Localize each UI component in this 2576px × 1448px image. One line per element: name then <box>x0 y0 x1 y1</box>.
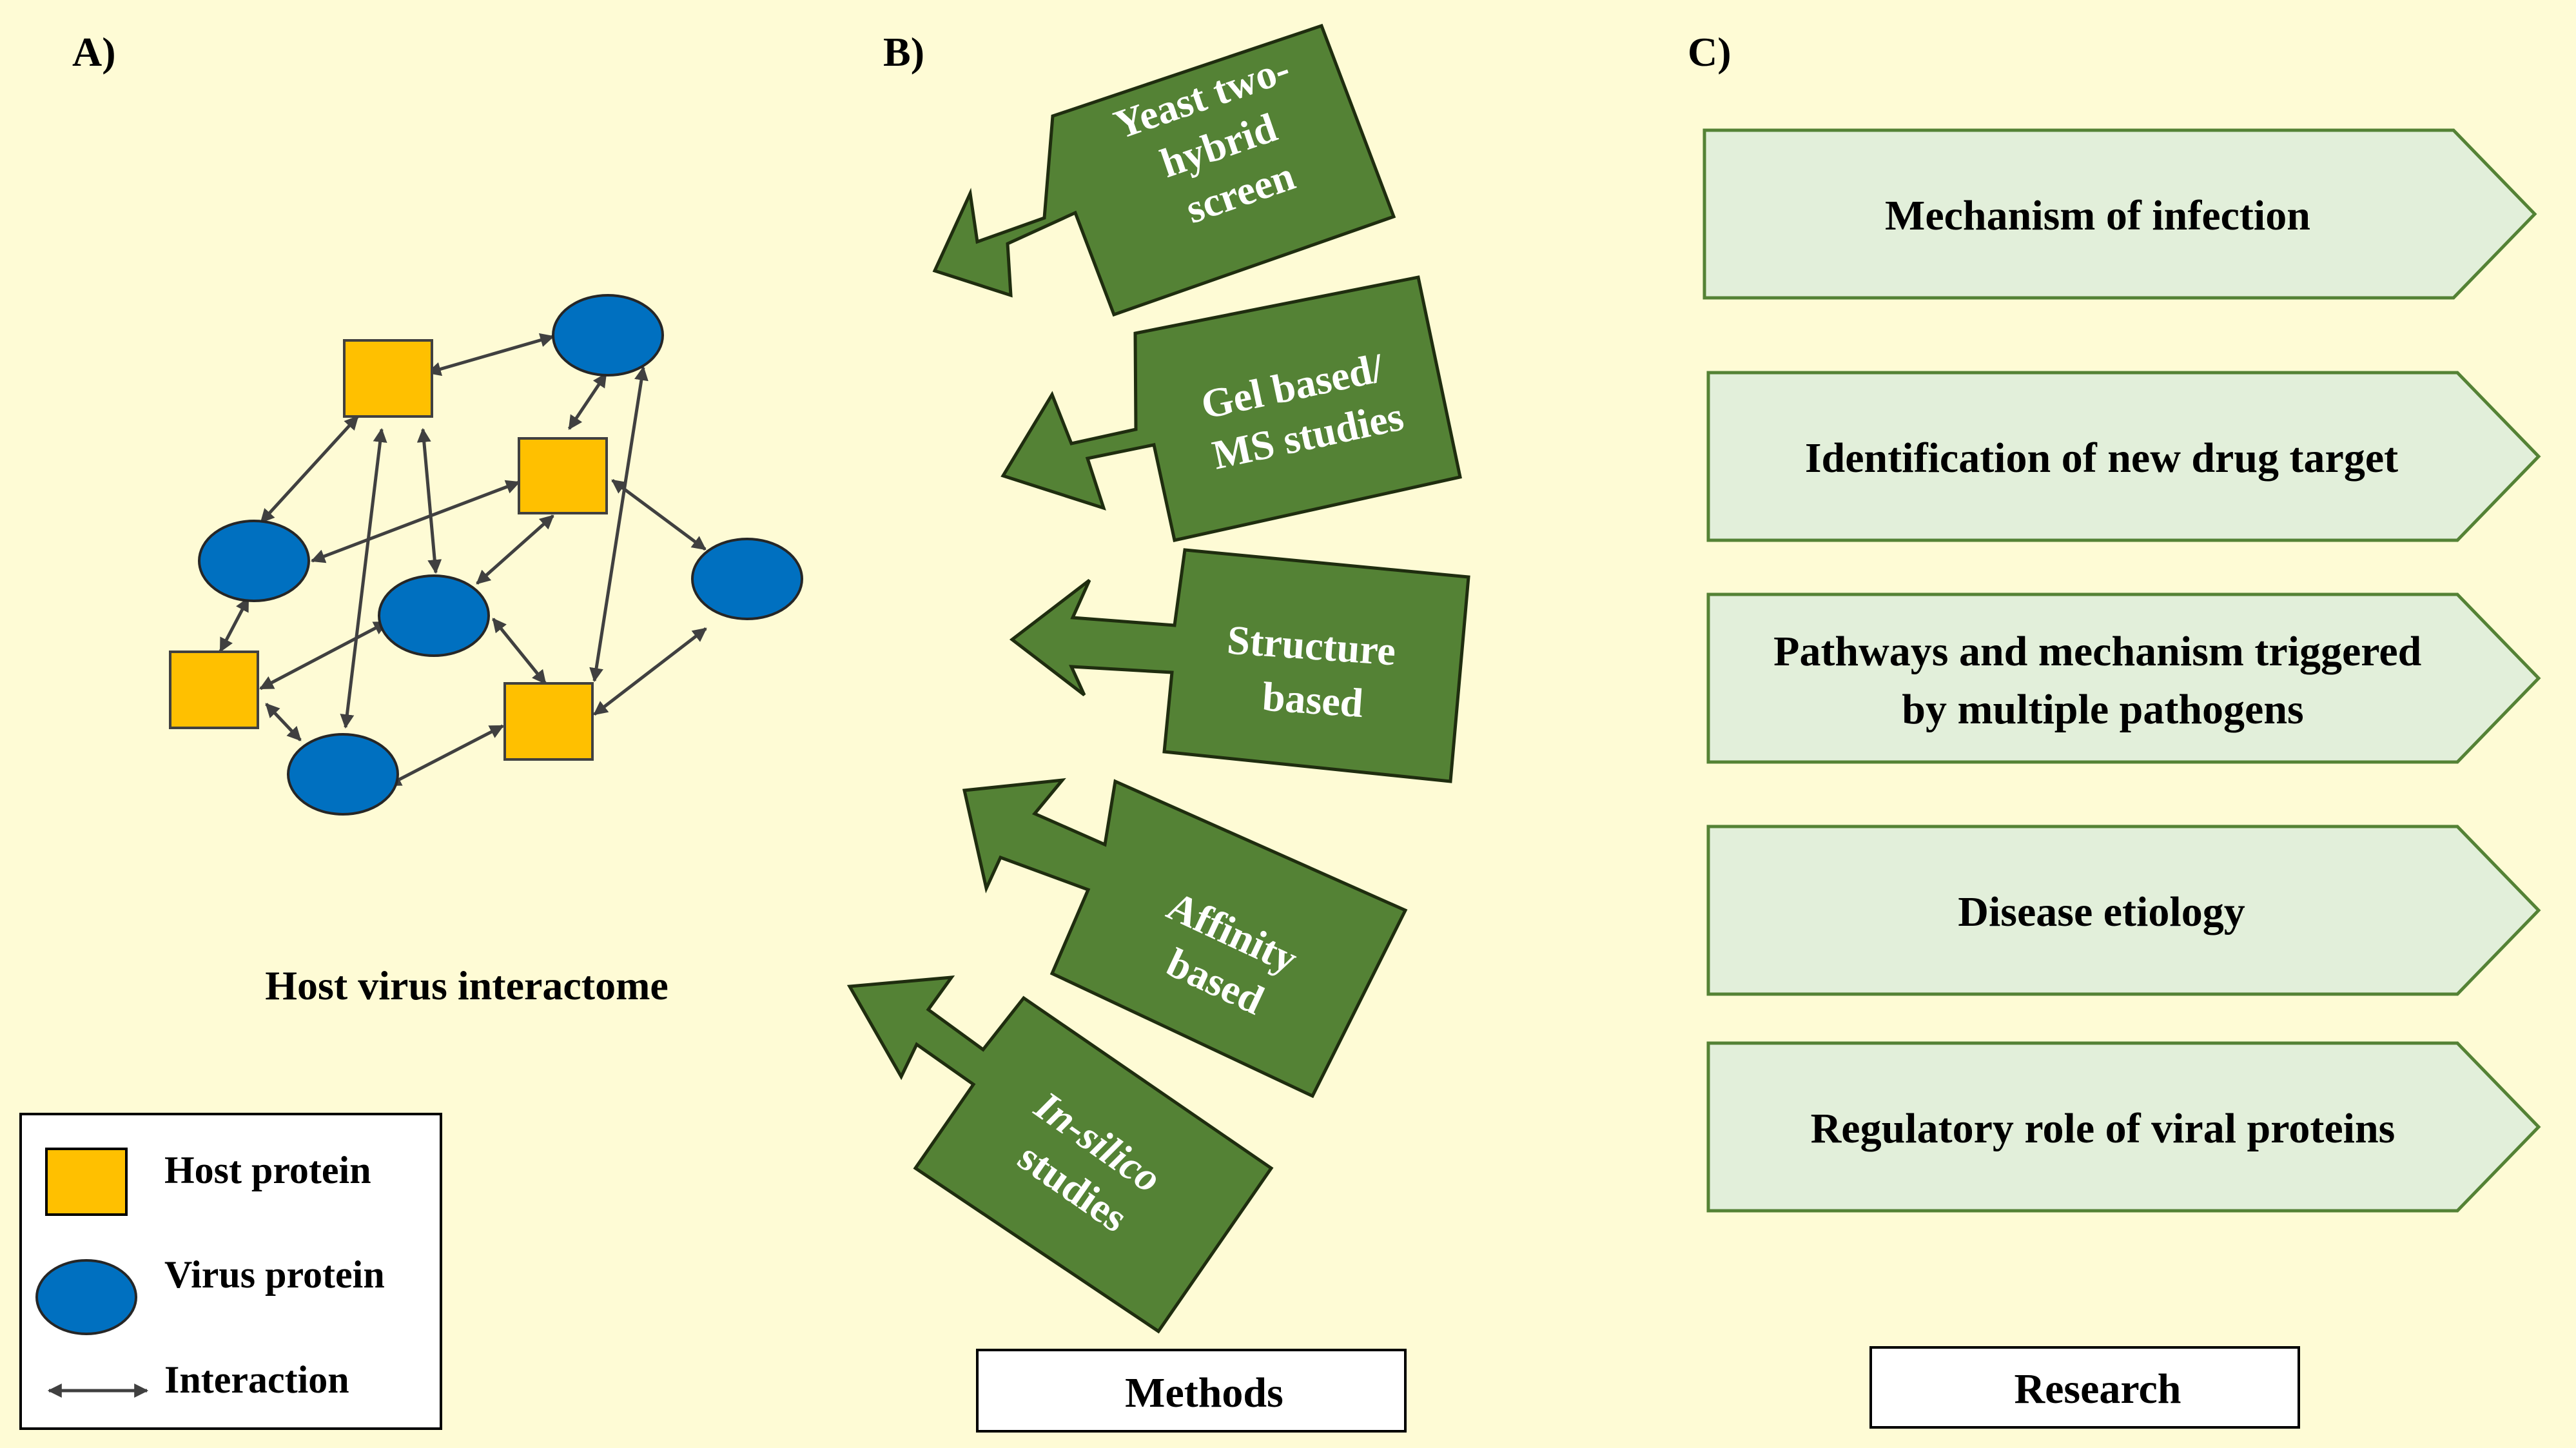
interaction-edge <box>567 373 608 430</box>
research-label-2: Identification of new drug target <box>1805 435 2398 482</box>
research-caption-box <box>1869 1346 2300 1429</box>
interaction-edge <box>260 415 359 523</box>
research-arrow-1 <box>1703 128 2537 300</box>
method-arrow-in-silico <box>846 975 1274 1334</box>
interaction-edge <box>265 703 302 741</box>
methods-arrows <box>846 23 1470 1334</box>
research-labels: Mechanism of infection Identification of… <box>1773 192 2432 1152</box>
interaction-edge <box>589 366 649 683</box>
host-protein-node <box>503 682 594 761</box>
panel-a-label: A) <box>72 29 116 75</box>
legend-host-label: Host protein <box>164 1149 371 1191</box>
research-arrow-4 <box>1706 825 2541 996</box>
interactome-caption: Host virus interactome <box>265 963 668 1008</box>
host-protein-node <box>343 339 433 418</box>
interaction-edge <box>611 478 707 551</box>
method-arrow-yeast-two-hybrid <box>932 23 1396 317</box>
interaction-edge <box>340 427 387 729</box>
research-label-1: Mechanism of infection <box>1885 192 2310 239</box>
interaction-edges <box>219 333 707 787</box>
research-arrow-2 <box>1706 371 2541 542</box>
legend: Host protein Virus protein Interaction <box>19 1113 442 1430</box>
host-protein-node <box>518 437 608 514</box>
method-arrow-affinity <box>962 778 1408 1099</box>
method-label-structure: Structure based <box>1222 616 1407 729</box>
interaction-edge <box>476 514 554 585</box>
methods-caption: Methods <box>1125 1369 1283 1416</box>
methods-caption-box <box>976 1349 1407 1433</box>
method-label-gel-ms: Gel based/ MS studies <box>1197 342 1408 478</box>
research-label-5: Regulatory role of viral proteins <box>1811 1105 2395 1152</box>
research-label-4: Disease etiology <box>1958 888 2245 935</box>
host-nodes <box>169 339 608 761</box>
interaction-edge <box>593 627 707 716</box>
research-arrow-3 <box>1706 592 2541 764</box>
legend-host-swatch <box>45 1148 128 1216</box>
virus-protein-node <box>552 294 664 377</box>
legend-virus-swatch <box>35 1259 137 1335</box>
panel-c-label: C) <box>1688 29 1732 75</box>
virus-protein-node <box>378 574 490 657</box>
interaction-edge <box>387 724 504 787</box>
interaction-edge <box>310 480 521 563</box>
method-arrow-structure <box>1009 548 1470 783</box>
virus-protein-node <box>198 520 310 602</box>
legend-interaction-label: Interaction <box>164 1358 349 1401</box>
legend-virus-label: Virus protein <box>164 1253 385 1296</box>
virus-protein-node <box>287 733 399 816</box>
interaction-edge <box>492 618 547 685</box>
research-arrow-5 <box>1706 1041 2541 1213</box>
virus-protein-node <box>691 538 803 620</box>
method-arrow-gel-ms <box>1000 275 1462 542</box>
host-protein-node <box>169 651 259 729</box>
interaction-edge <box>219 597 250 652</box>
research-caption: Research <box>2014 1365 2181 1413</box>
virus-nodes <box>198 294 803 816</box>
interaction-edge <box>416 427 442 574</box>
research-label-3: Pathways and mechanism triggered by mult… <box>1773 628 2432 733</box>
interaction-edge <box>426 333 555 377</box>
research-items <box>1703 128 2541 1213</box>
panel-b-label: B) <box>883 29 924 75</box>
interaction-edge <box>259 620 388 690</box>
